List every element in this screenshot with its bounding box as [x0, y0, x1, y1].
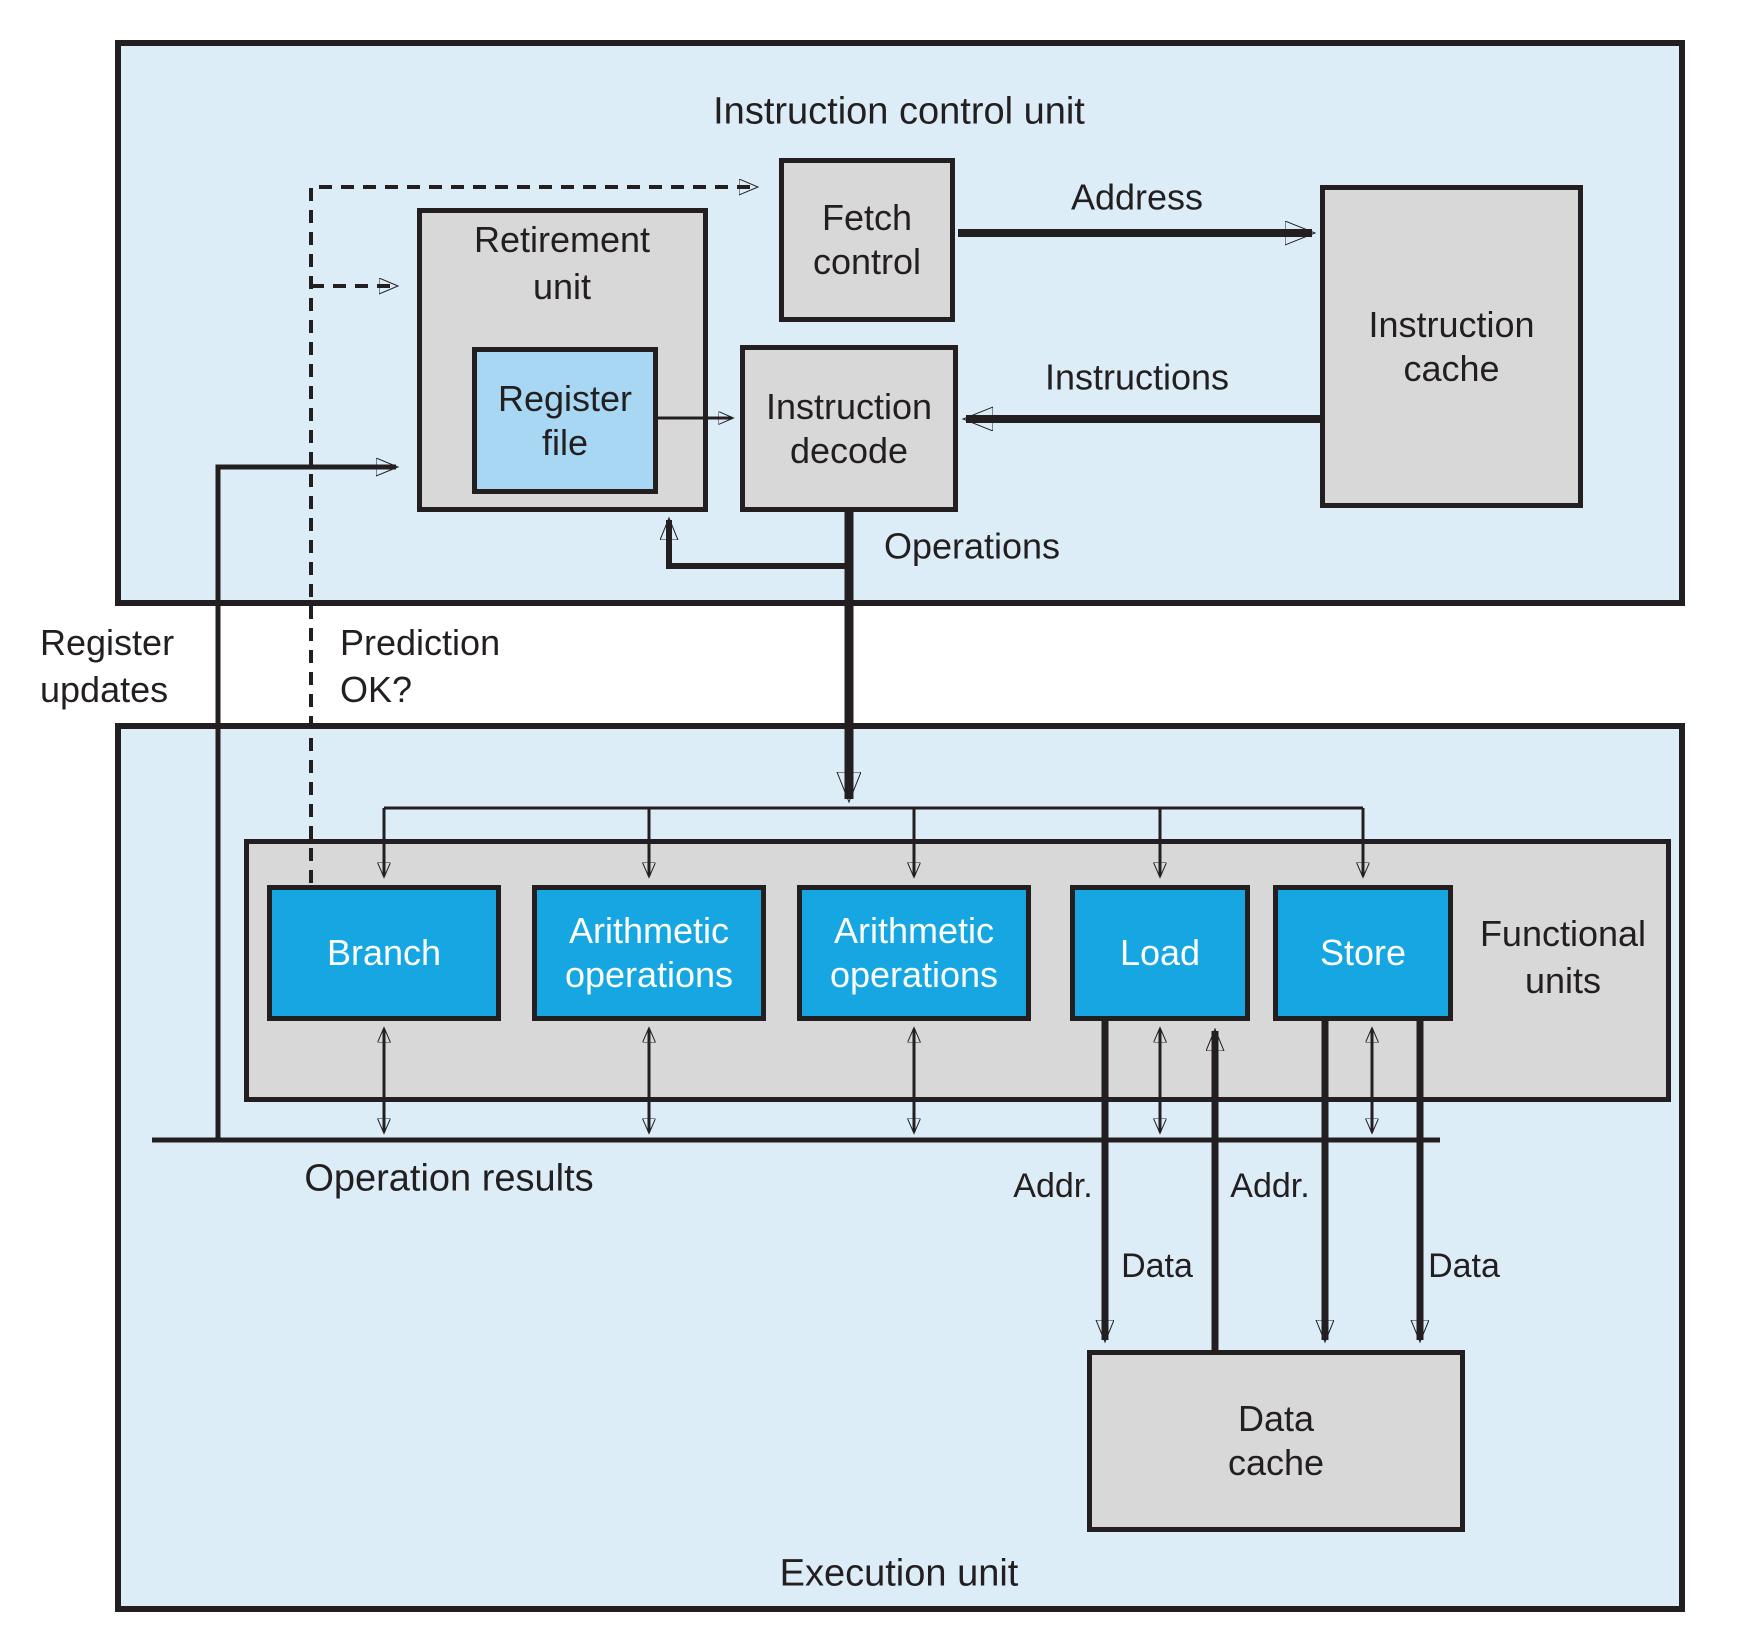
- data-cache-box: Data cache: [1087, 1350, 1465, 1532]
- instruction-control-unit-title: Instruction control unit: [713, 90, 1085, 133]
- branch-unit-box: Branch: [267, 885, 501, 1021]
- store-addr-label: Addr.: [1230, 1166, 1310, 1205]
- retirement-unit-label: Retirement unit: [473, 219, 651, 307]
- register-file-box: Register file: [472, 347, 658, 494]
- load-unit-box: Load: [1070, 885, 1250, 1021]
- functional-units-label: Functional units: [1479, 913, 1647, 1001]
- instructions-label: Instructions: [1044, 356, 1230, 398]
- store-data-label: Data: [1428, 1246, 1500, 1285]
- prediction-ok-label: Prediction OK?: [340, 622, 501, 710]
- store-unit-box: Store: [1273, 885, 1453, 1021]
- arithmetic-unit-1-box: Arithmetic operations: [532, 885, 766, 1021]
- load-data-label: Data: [1121, 1246, 1193, 1285]
- fetch-control-box: Fetch control: [779, 158, 955, 322]
- arithmetic-unit-2-box: Arithmetic operations: [797, 885, 1031, 1021]
- operation-results-label: Operation results: [304, 1157, 594, 1200]
- operations-label: Operations: [883, 525, 1061, 567]
- load-addr-label: Addr.: [1013, 1166, 1093, 1205]
- instruction-decode-box: Instruction decode: [740, 345, 958, 512]
- instruction-cache-box: Instruction cache: [1320, 185, 1583, 508]
- register-updates-label: Register updates: [40, 622, 175, 710]
- execution-unit-title: Execution unit: [779, 1552, 1019, 1595]
- address-label: Address: [1070, 176, 1204, 218]
